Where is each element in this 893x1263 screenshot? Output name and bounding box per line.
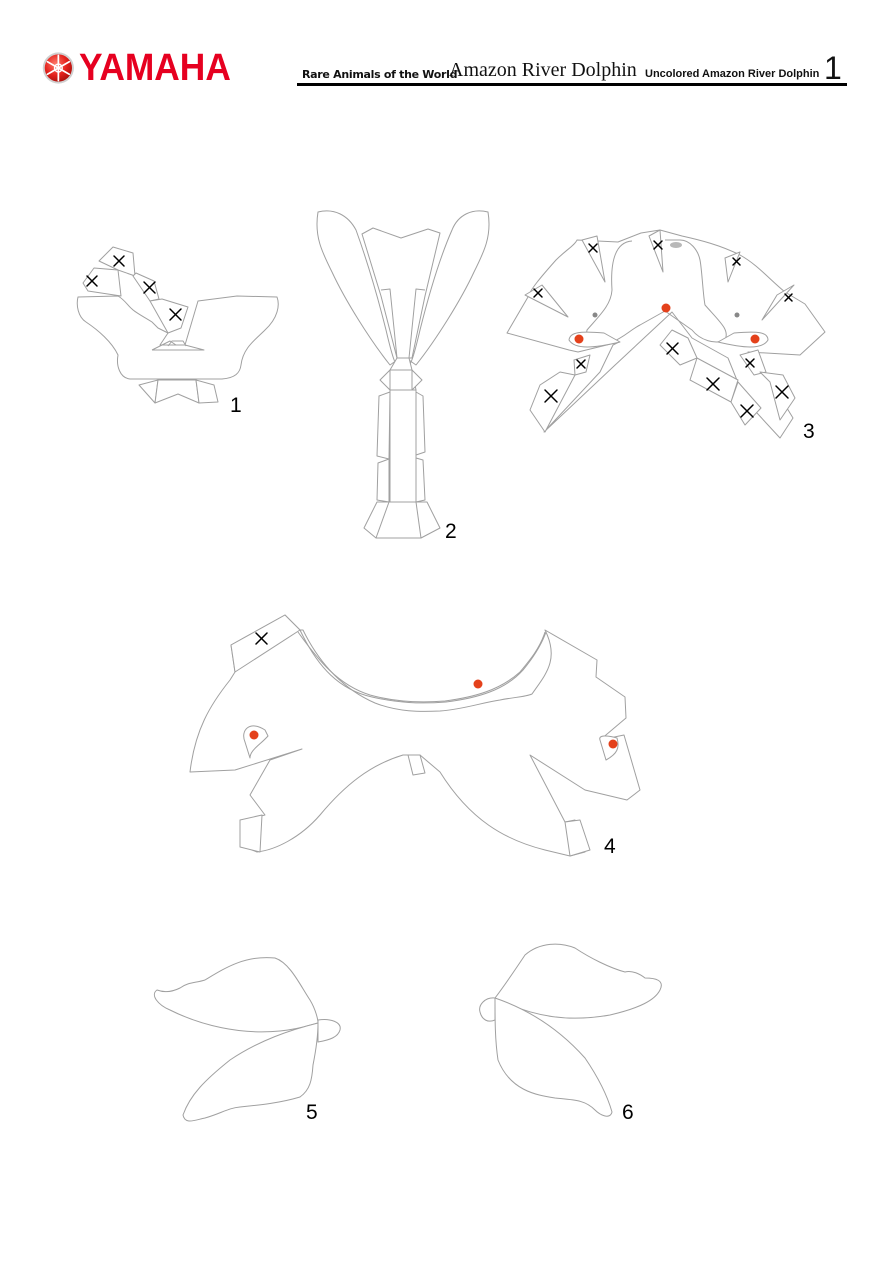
tuning-fork-emblem-icon bbox=[42, 52, 74, 84]
page-number: 1 bbox=[824, 50, 842, 86]
glue-x-icon bbox=[745, 358, 755, 368]
eye-dot-icon bbox=[750, 334, 760, 344]
nostril-marks bbox=[592, 242, 740, 318]
glue-x-icon bbox=[666, 342, 679, 355]
glue-x-icon bbox=[86, 275, 98, 287]
part-3 bbox=[506, 229, 826, 439]
glue-x-icon bbox=[775, 385, 789, 399]
part-5 bbox=[153, 957, 341, 1122]
brand-wordmark: YAMAHA bbox=[78, 47, 231, 89]
glue-x-icon bbox=[784, 293, 793, 302]
header-rule bbox=[297, 83, 847, 86]
part-number-3: 3 bbox=[803, 420, 815, 443]
page-title: Amazon River Dolphin bbox=[449, 59, 637, 81]
part-number-5: 5 bbox=[306, 1101, 318, 1124]
glue-x-icon bbox=[653, 240, 663, 250]
part-number-2: 2 bbox=[445, 520, 457, 543]
glue-x-icon bbox=[732, 257, 741, 266]
yamaha-logo: YAMAHA bbox=[42, 47, 242, 89]
page-header: Rare Animals of the World Amazon River D… bbox=[297, 50, 847, 86]
part-4 bbox=[189, 614, 641, 857]
eye-dot-icon bbox=[574, 334, 584, 344]
part-number-4: 4 bbox=[604, 835, 616, 858]
glue-x-icon bbox=[113, 255, 125, 267]
glue-x-icon bbox=[143, 281, 156, 294]
glue-x-icon bbox=[544, 389, 558, 403]
glue-x-icon bbox=[588, 243, 598, 253]
part-1 bbox=[76, 246, 279, 404]
glue-x-icon bbox=[169, 308, 182, 321]
glue-x-icon bbox=[740, 404, 754, 418]
glue-x-icon bbox=[706, 377, 720, 391]
eye-dot-icon bbox=[608, 739, 618, 749]
blowhole-icon bbox=[670, 242, 682, 248]
nostril-icon bbox=[734, 312, 740, 318]
eye-dot-icon bbox=[473, 679, 483, 689]
part-6 bbox=[479, 943, 662, 1117]
eye-dot-icon bbox=[661, 303, 671, 313]
part-number-1: 1 bbox=[230, 394, 242, 417]
eye-dots bbox=[249, 303, 760, 749]
part-2 bbox=[316, 210, 490, 539]
eye-dot-icon bbox=[249, 730, 259, 740]
page-subtitle: Uncolored Amazon River Dolphin bbox=[645, 68, 820, 80]
glue-x-icon bbox=[255, 632, 268, 645]
part-number-6: 6 bbox=[622, 1101, 634, 1124]
glue-x-icon bbox=[576, 359, 586, 369]
glue-x-icon bbox=[533, 288, 543, 298]
glue-marks bbox=[86, 240, 793, 645]
nostril-icon bbox=[592, 312, 598, 318]
series-label: Rare Animals of the World bbox=[302, 68, 458, 81]
